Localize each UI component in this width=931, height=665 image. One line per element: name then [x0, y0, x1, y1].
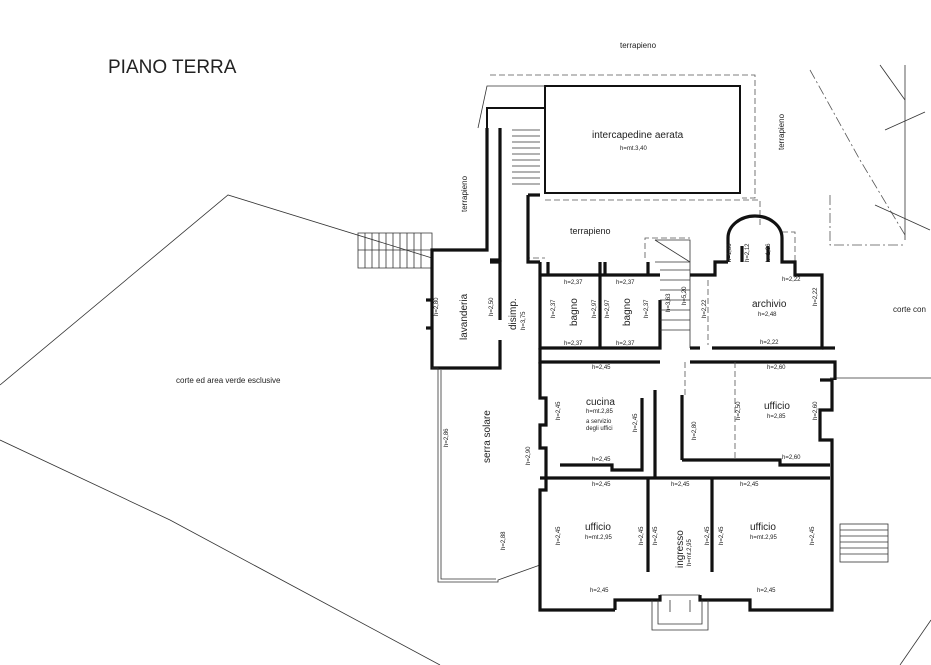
- h-archivio-niche-3: h=1,86: [766, 243, 772, 262]
- room-archivio-h: h=2,48: [758, 312, 777, 318]
- h-ingresso-top: h=2,45: [671, 482, 690, 488]
- h-archivio-top: h=2,22: [782, 277, 801, 283]
- label-corte-right: corte con: [893, 305, 926, 314]
- room-ingresso: ingresso: [675, 530, 686, 568]
- room-ufficio-bottom-right: ufficio: [750, 522, 776, 533]
- room-bagno-2: bagno: [622, 298, 633, 326]
- h-ufficio-r-top: h=2,60: [767, 365, 786, 371]
- h-bagno1-right: h=2,97: [592, 299, 598, 318]
- label-terrapieno-mid: terrapieno: [570, 226, 611, 236]
- h-bagno2-bottom: h=2,37: [616, 341, 635, 347]
- h-stair-1: h=3,63: [666, 293, 672, 312]
- room-archivio: archivio: [752, 299, 787, 310]
- h-stair-2: h=5,20: [682, 286, 688, 305]
- top-left-ramp: [477, 85, 545, 185]
- building-walls: [426, 128, 837, 631]
- height-annotations: h=2,80 h=2,50 h=2,37 h=2,37 h=2,37 h=2,3…: [434, 243, 819, 594]
- room-ufficio-right: ufficio: [764, 401, 790, 412]
- h-ingresso-right: h=2,45: [705, 526, 711, 545]
- h-archivio-niche-2: h=2,12: [745, 243, 751, 262]
- h-ufficio-r-right: h=2,60: [813, 401, 819, 420]
- h-archivio-left: h=2,22: [702, 299, 708, 318]
- room-ufficio-left: ufficio: [585, 522, 611, 533]
- right-stair: [839, 523, 889, 563]
- h-serra-outer-1: h=2,86: [444, 428, 450, 447]
- room-cucina: cucina: [586, 397, 615, 408]
- h-bagno2-top: h=2,37: [616, 280, 635, 286]
- h-ufficio-br-top: h=2,45: [740, 482, 759, 488]
- ceiling-lines: [684, 280, 736, 460]
- h-bagno1-top: h=2,37: [564, 280, 583, 286]
- room-intercapedine-h: h=mt.3,40: [620, 146, 648, 152]
- label-corte-verde: corte ed area verde esclusive: [176, 376, 281, 385]
- h-lavanderia-2: h=2,50: [489, 297, 495, 316]
- room-ufficio-bottom-right-h: h=mt.2,95: [750, 535, 778, 541]
- h-bagno1-bottom: h=2,37: [564, 341, 583, 347]
- room-lavanderia: lavanderia: [459, 293, 470, 340]
- h-cucina-left: h=2,45: [556, 401, 562, 420]
- h-lavanderia-1: h=2,80: [434, 297, 440, 316]
- h-ufficio-l-top: h=2,45: [592, 482, 611, 488]
- h-cucina-top: h=2,45: [592, 365, 611, 371]
- h-ufficio-l-right: h=2,45: [639, 526, 645, 545]
- room-ufficio-left-h: h=mt.2,95: [585, 535, 613, 541]
- h-ufficio-l-bottom: h=2,45: [590, 588, 609, 594]
- h-bagno1-left: h=2,37: [551, 299, 557, 318]
- room-cucina-note-1: a servizio: [586, 419, 612, 425]
- h-cucina-right: h=2,45: [633, 413, 639, 432]
- h-serra-inner: h=2,90: [526, 446, 532, 465]
- left-stair: [357, 232, 433, 269]
- dashed-outlines: [490, 74, 796, 262]
- h-ufficio-l-left: h=2,45: [556, 526, 562, 545]
- h-ingresso-left: h=2,45: [653, 526, 659, 545]
- h-ufficio-r-bottom: h=2,60: [782, 455, 801, 461]
- label-terrapieno-left: terrapieno: [460, 175, 469, 212]
- h-archivio-bottom: h=2,22: [760, 340, 779, 346]
- h-bagno2-left: h=2,97: [605, 299, 611, 318]
- h-cucina-bottom: h=2,45: [592, 457, 611, 463]
- intercapedine-box: [544, 85, 741, 194]
- h-ufficio-r-dash: h=2,50: [736, 401, 742, 420]
- room-ingresso-h: h=mt.2,95: [687, 538, 693, 566]
- label-serra-solare: serra solare: [482, 410, 493, 463]
- room-disimp: disimp.: [508, 298, 519, 330]
- site-lines: [0, 64, 931, 665]
- room-disimp-h: h=3,75: [521, 311, 527, 330]
- h-archivio-right: h=2,22: [813, 287, 819, 306]
- h-ufficio-br-bottom: h=2,45: [757, 588, 776, 594]
- h-ufficio-br-left: h=2,45: [719, 526, 725, 545]
- label-terrapieno-top: terrapieno: [620, 41, 657, 50]
- room-cucina-note-2: degli uffici: [586, 426, 613, 432]
- room-ufficio-right-h: h=2,85: [767, 414, 786, 420]
- room-cucina-h: h=mt.2,85: [586, 409, 614, 415]
- h-ufficio-br-right: h=2,45: [810, 526, 816, 545]
- h-bagno2-right: h=2,37: [644, 299, 650, 318]
- h-archivio-niche-1: h=1,86: [727, 243, 733, 262]
- h-ufficio-r-left: h=2,80: [692, 421, 698, 440]
- room-intercapedine: intercapedine aerata: [592, 130, 684, 141]
- label-terrapieno-right: terrapieno: [777, 113, 786, 150]
- h-serra-outer-2: h=2,88: [501, 531, 507, 550]
- room-bagno-1: bagno: [569, 298, 580, 326]
- plan-title: PIANO TERRA: [108, 57, 237, 78]
